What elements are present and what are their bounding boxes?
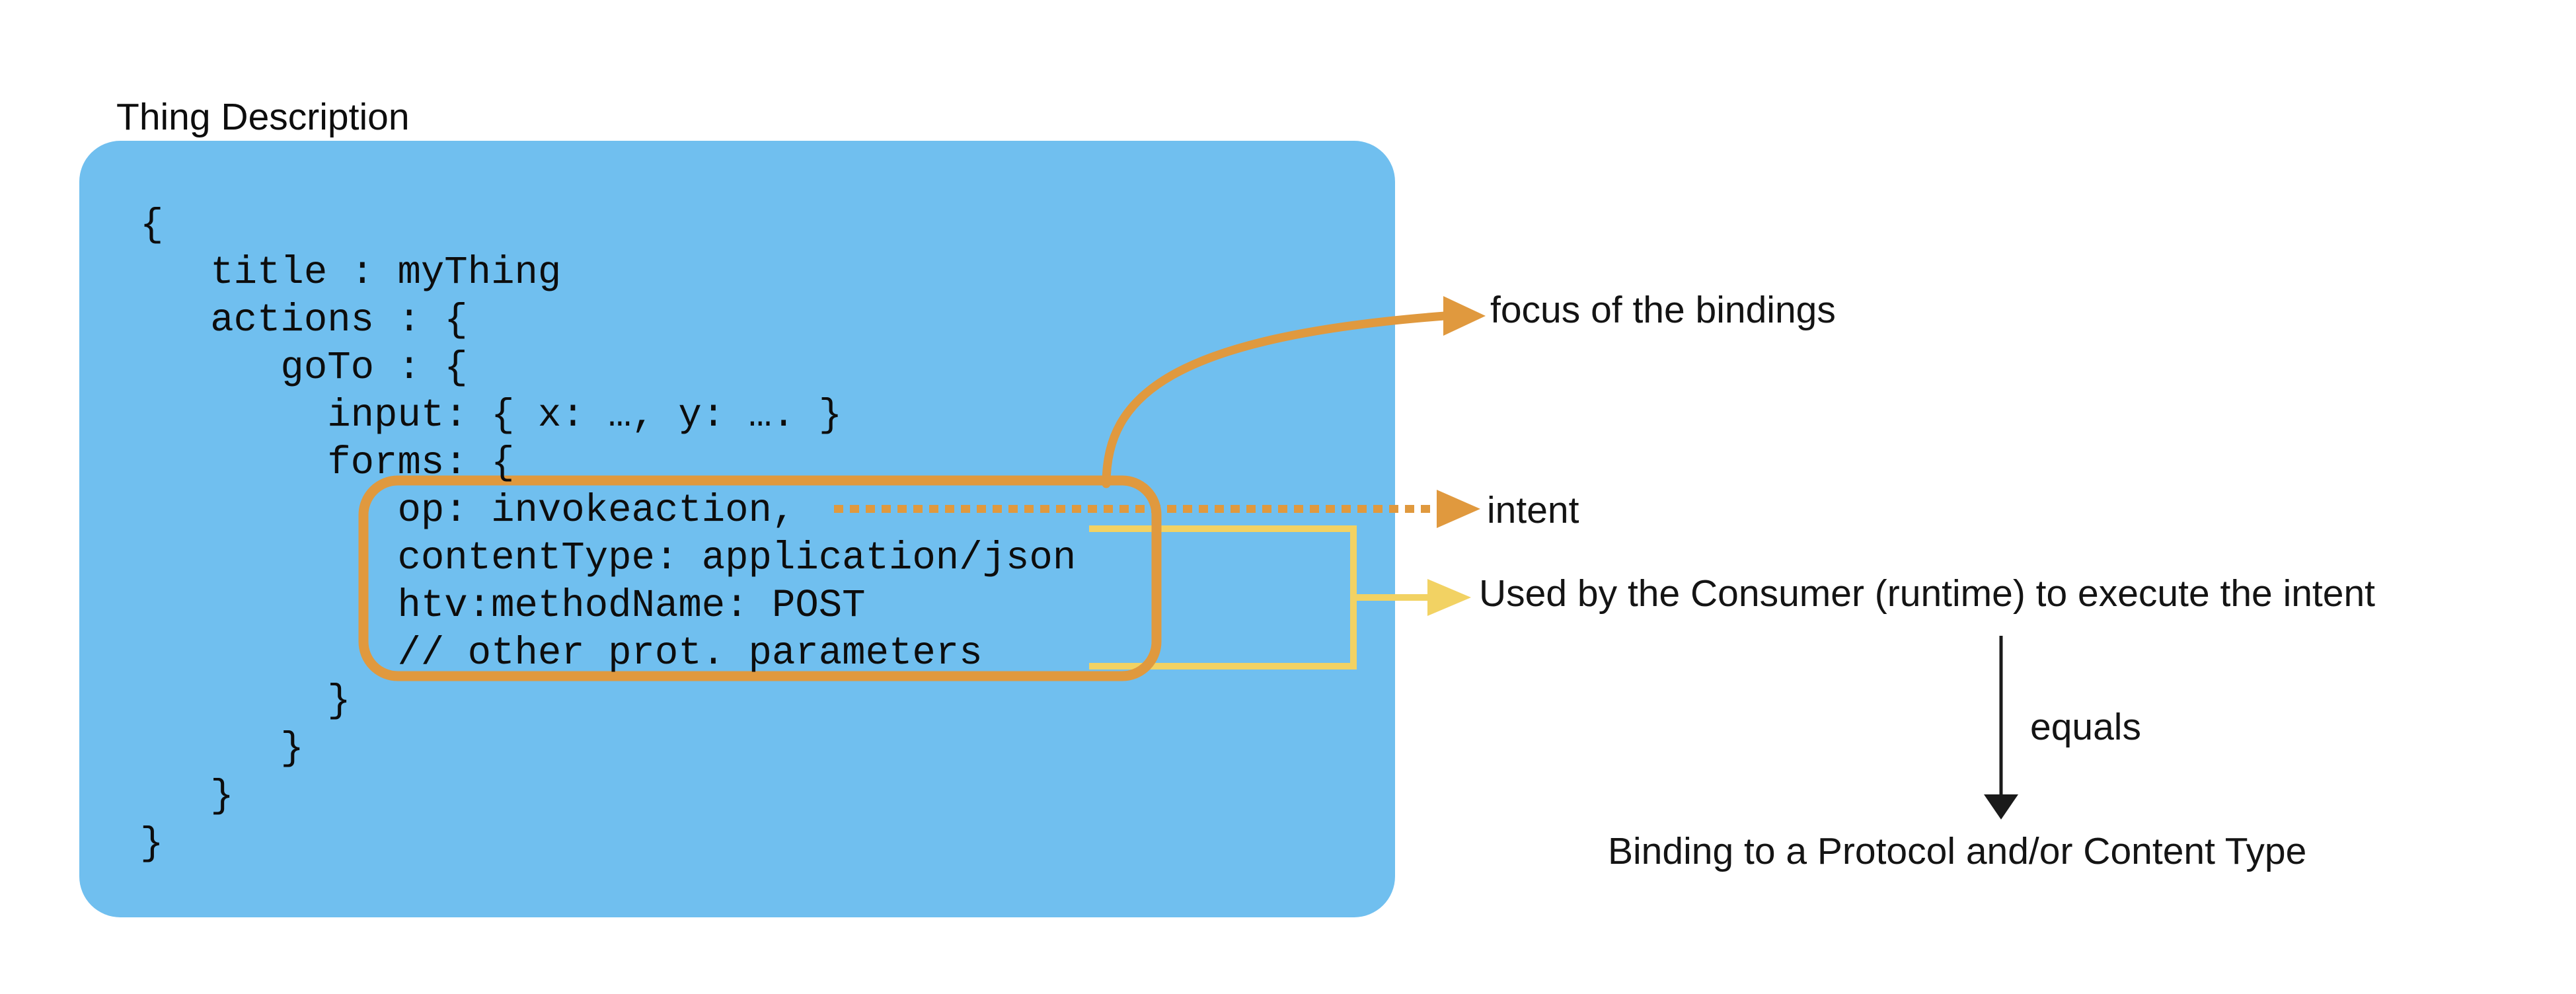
thing-description-panel [79,141,1395,917]
thing-description-code: { title : myThing actions : { goTo : { i… [140,203,1077,866]
equals-label: equals [2030,706,2141,748]
focus-arrowhead-icon [1443,296,1486,336]
forms-highlight-box [358,475,1162,681]
equals-arrowhead-icon [1984,794,2018,820]
intent-label: intent [1487,489,1579,531]
used-by-consumer-label: Used by the Consumer (runtime) to execut… [1479,572,2376,615]
page-title: Thing Description [116,96,410,138]
focus-of-bindings-label: focus of the bindings [1490,289,1836,331]
consumer-arrowhead-icon [1427,579,1471,616]
binding-protocol-label: Binding to a Protocol and/or Content Typ… [1608,830,2307,872]
intent-arrowhead-icon [1437,490,1480,528]
focus-arrow-curve [1102,311,1449,488]
